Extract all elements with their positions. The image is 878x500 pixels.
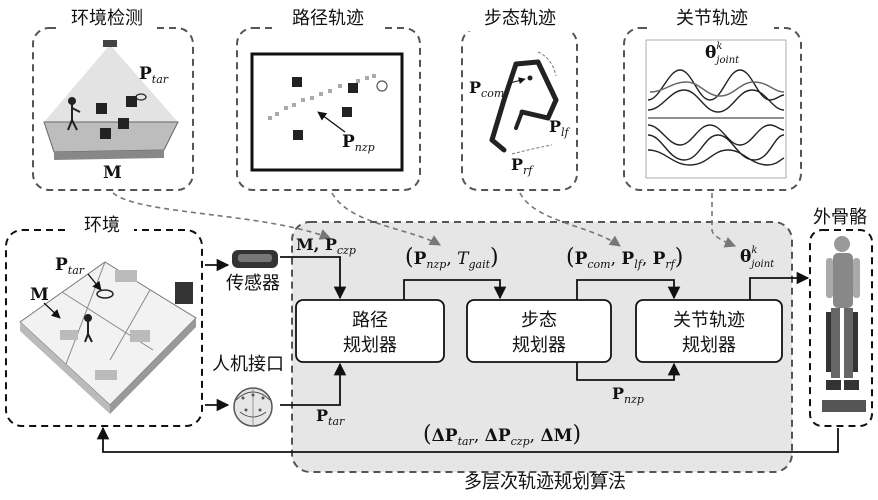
label-m-pczp: M, Pczp bbox=[296, 235, 356, 257]
label-m: M bbox=[103, 163, 122, 183]
label-pnzp-feedback: Pnzp bbox=[612, 384, 644, 406]
obstacle-icon bbox=[293, 130, 303, 140]
panel-path-traj: 路径轨迹 Pnzp bbox=[236, 5, 421, 191]
label-ptar-input: Ptar bbox=[316, 406, 345, 428]
obstacle-icon bbox=[96, 103, 107, 114]
panel-title-joint-traj: 关节轨迹 bbox=[676, 8, 748, 29]
hmi-label: 人机接口 bbox=[212, 354, 284, 375]
sensing-cone bbox=[44, 47, 178, 122]
person-figure-icon bbox=[84, 314, 93, 343]
obstacle-icon bbox=[342, 107, 352, 117]
algorithm-title: 多层次轨迹规划算法 bbox=[464, 472, 626, 493]
sensor-device-icon bbox=[232, 250, 278, 268]
foot-trajectory bbox=[511, 144, 553, 155]
target-marker bbox=[135, 93, 147, 101]
svg-text:Pcom: Pcom bbox=[469, 78, 504, 100]
dashed-links bbox=[112, 192, 737, 248]
com-trajectory bbox=[537, 51, 557, 77]
svg-text:路径: 路径 bbox=[352, 310, 388, 331]
exoskeleton-figure-icon bbox=[822, 236, 866, 412]
path-planner-block: 路径 规划器 bbox=[295, 299, 445, 363]
gait-planner-block: 步态 规划器 bbox=[466, 299, 612, 363]
label-delta-feedback: (ΔPtar, ΔPczp, ΔM) bbox=[423, 422, 581, 448]
obstacle-icon bbox=[100, 128, 111, 139]
svg-text:步态: 步态 bbox=[521, 310, 557, 331]
svg-text:规划器: 规划器 bbox=[343, 335, 397, 356]
panel-title-environment: 环境 bbox=[84, 215, 120, 236]
obstacle-icon bbox=[348, 83, 358, 93]
label-ptar-base: P bbox=[139, 64, 152, 84]
svg-text:Plf: Plf bbox=[549, 117, 571, 139]
floor-edge bbox=[54, 150, 164, 160]
person-figure-icon bbox=[67, 97, 81, 131]
joint-curves bbox=[647, 69, 785, 166]
sensor-label: 传感器 bbox=[226, 273, 280, 294]
obstacle-icon bbox=[292, 77, 302, 87]
label-m-env: M bbox=[30, 285, 49, 305]
pnzp-pointer bbox=[317, 111, 346, 133]
panel-gait-traj: 步态轨迹 Pcom Plf Prf bbox=[461, 5, 578, 191]
svg-text:Pnzp: Pnzp bbox=[342, 132, 375, 154]
camera-icon bbox=[103, 40, 117, 47]
obstacle-icon bbox=[118, 118, 129, 129]
svg-text:Ptar: Ptar bbox=[139, 64, 169, 86]
map-frame bbox=[250, 52, 404, 172]
footprint-markers bbox=[268, 74, 376, 120]
label-pnzp-tgait: (Pnzp, Tgait) bbox=[405, 245, 499, 271]
panel-title-env-detect: 环境检测 bbox=[71, 8, 143, 29]
panel-env-detect: 环境检测 Ptar M bbox=[32, 5, 194, 191]
eeg-head-icon bbox=[233, 387, 273, 427]
panel-title-path-traj: 路径轨迹 bbox=[292, 8, 364, 29]
svg-text:Ptar: Ptar bbox=[55, 255, 85, 277]
exoskeleton-label: 外骨骼 bbox=[813, 207, 867, 228]
plot-frame bbox=[645, 39, 787, 179]
svg-text:Prf: Prf bbox=[511, 155, 534, 177]
panel-exoskeleton: 外骨骼 bbox=[803, 205, 877, 427]
svg-text:关节轨迹: 关节轨迹 bbox=[673, 310, 745, 331]
svg-text:规划器: 规划器 bbox=[682, 335, 736, 356]
joint-planner-block: 关节轨迹 规划器 bbox=[635, 299, 783, 363]
target-icon bbox=[376, 80, 388, 92]
obstacle-icon bbox=[126, 96, 137, 107]
label-ptar-sub: tar bbox=[152, 73, 169, 86]
svg-text:规划器: 规划器 bbox=[512, 335, 566, 356]
label-pcom-plf-prf: (Pcom, Plf, Prf) bbox=[566, 245, 683, 271]
flow-arrows bbox=[96, 256, 839, 453]
com-point bbox=[527, 75, 533, 81]
furniture-icons bbox=[60, 270, 150, 380]
panel-environment: 环境 Ptar M bbox=[5, 212, 203, 427]
panel-title-gait-traj: 步态轨迹 bbox=[484, 8, 556, 29]
target-marker bbox=[96, 289, 114, 299]
robot-leg-figure bbox=[489, 59, 559, 153]
cabinet-icon bbox=[175, 282, 193, 304]
